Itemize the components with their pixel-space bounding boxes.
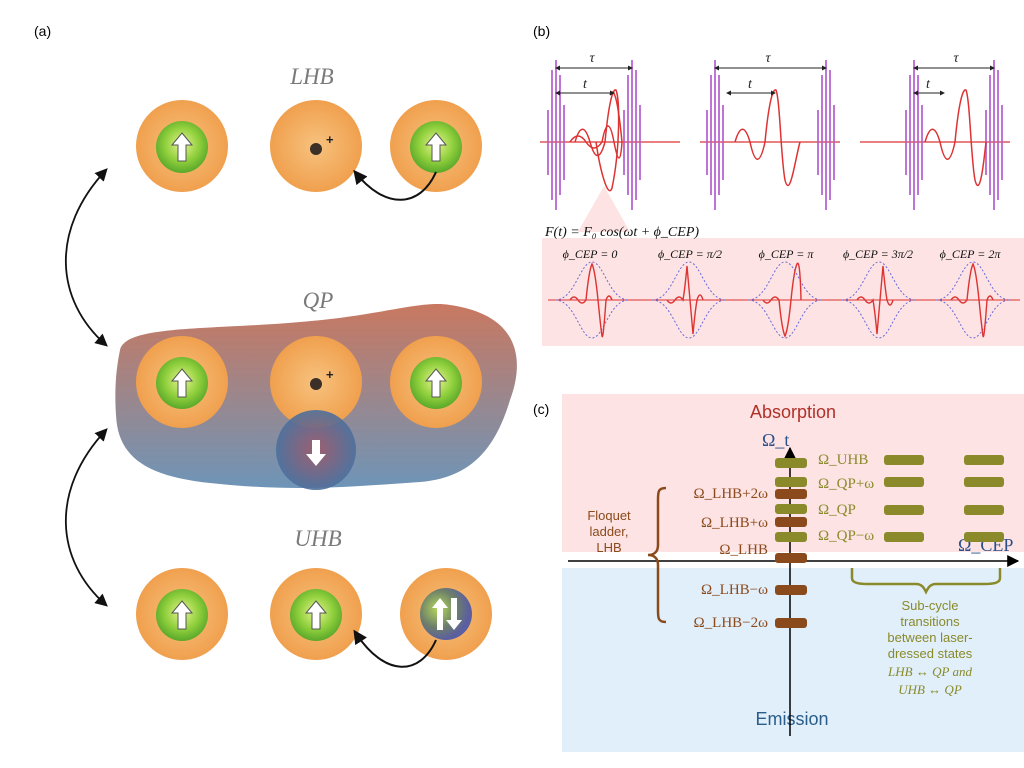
subcycle-brace (850, 568, 1002, 595)
tau-label-1: τ (589, 51, 595, 66)
floquet-brace (647, 486, 667, 624)
subcycle-line-4: dressed states (888, 646, 973, 661)
subcycle-line-6: UHB ↔ QP (898, 682, 962, 697)
qp-quasiparticle: + (115, 304, 517, 490)
panel-b-label: (b) (533, 23, 550, 39)
spin-up-icon (304, 600, 328, 630)
svg-text:+: + (326, 367, 334, 382)
subcycle-line-1: Sub-cycle (901, 598, 958, 613)
qp-level-0: Ω_QP (818, 502, 856, 518)
panel-c-label: (c) (533, 401, 549, 417)
lhb-ladder-marks (775, 489, 807, 628)
uhb-row (136, 568, 492, 668)
lhb-level-minus2: Ω_LHB−2ω (694, 615, 769, 631)
qp-level-minus1: Ω_QP−ω (818, 528, 874, 544)
spin-up-icon (170, 600, 194, 630)
phase-label-2: ϕ_CEP = π (759, 247, 815, 261)
tau-label-3: τ (953, 51, 959, 66)
subcycle-line-2: transitions (900, 614, 960, 629)
spin-up-icon (432, 598, 448, 630)
tau-label-2: τ (765, 51, 771, 66)
floquet-label-line-2: ladder, (589, 524, 628, 539)
t-label-3: t (926, 77, 931, 92)
phase-label-0: ϕ_CEP = 0 (563, 247, 618, 261)
field-formula: F(t) = F₀ cos(ωt + ϕ_CEP) (544, 225, 699, 240)
lhb-level-0: Ω_LHB (719, 542, 768, 558)
hop-arrow (353, 629, 437, 668)
cep-waveforms (548, 261, 1020, 339)
qp-title: QP (303, 288, 334, 313)
transition-arrow-qp-uhb (65, 428, 108, 607)
lhb-level-plus2: Ω_LHB+2ω (694, 486, 769, 502)
uhb-level: Ω_UHB (818, 452, 868, 468)
lhb-title: LHB (289, 64, 333, 89)
phase-label-3: ϕ_CEP = 3π/2 (843, 247, 913, 261)
qp-ladder-marks (775, 455, 1004, 542)
emission-region (562, 568, 1024, 752)
t-label-2: t (748, 77, 753, 92)
emission-label: Emission (755, 709, 828, 729)
phase-label-1: ϕ_CEP = π/2 (658, 247, 722, 261)
subcycle-line-3: between laser- (887, 630, 972, 645)
spin-up-icon (170, 368, 194, 398)
svg-text:+: + (326, 132, 334, 147)
transition-arrow-lhb-qp (65, 168, 108, 347)
floquet-label-line-1: Floquet (587, 508, 631, 523)
uhb-title: UHB (294, 526, 341, 551)
spin-up-icon (424, 368, 448, 398)
qp-level-plus1: Ω_QP+ω (818, 476, 874, 492)
zoom-indicator (578, 186, 630, 232)
lhb-level-minus1: Ω_LHB−ω (701, 582, 768, 598)
t-label-1: t (583, 77, 588, 92)
pulse-sequences (540, 60, 1010, 210)
lhb-level-plus1: Ω_LHB+ω (701, 515, 768, 531)
lhb-row: + (136, 100, 482, 201)
hole-icon (310, 378, 322, 390)
subcycle-line-5: LHB ↔ QP and (887, 664, 972, 679)
spin-down-icon (446, 598, 462, 630)
spin-up-icon (170, 132, 194, 162)
panel-a-label: (a) (34, 23, 51, 39)
spin-down-icon (306, 440, 326, 466)
phase-label-4: ϕ_CEP = 2π (940, 247, 1002, 261)
hole-icon (310, 143, 322, 155)
y-axis-label: Ω_t (762, 430, 789, 450)
floquet-label-line-3: LHB (596, 540, 621, 555)
spin-up-icon (424, 132, 448, 162)
absorption-label: Absorption (750, 402, 836, 422)
hop-arrow (353, 169, 437, 201)
